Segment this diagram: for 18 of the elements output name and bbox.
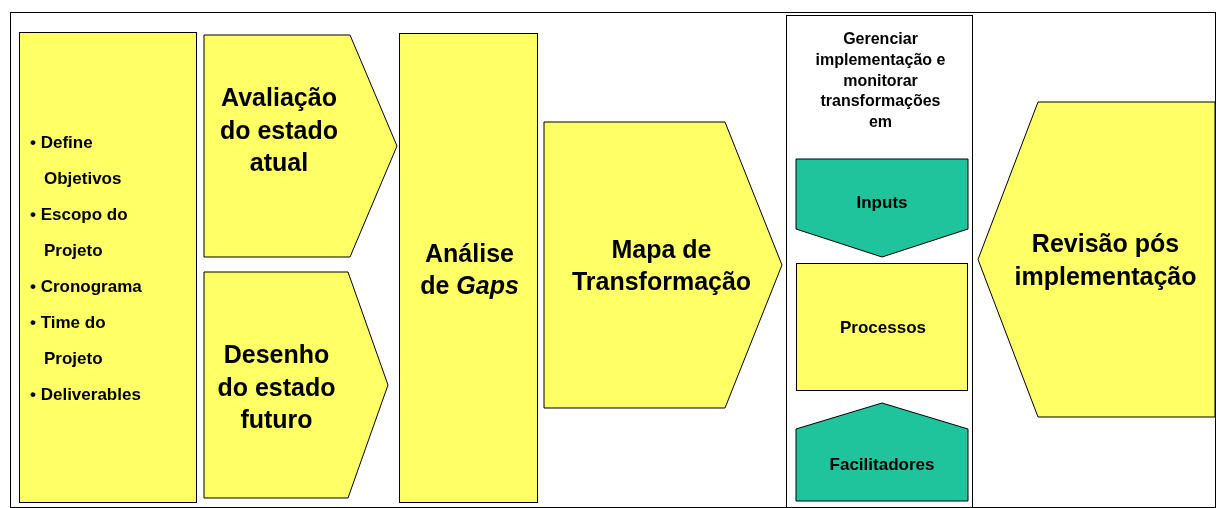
panel-title: Gerenciar implementação e monitorar transformações em	[814, 29, 947, 133]
bullet-item: • Define Objetivos	[30, 131, 123, 190]
step-label: Inputs	[856, 191, 908, 214]
bullet-item: • Time do Projeto	[30, 311, 107, 370]
step-label: Avaliação do estado atual	[218, 82, 340, 179]
bullet-item: • Escopo do Projeto	[30, 203, 129, 262]
stage-panel	[786, 15, 973, 508]
step-label: Desenho do estado futuro	[216, 339, 337, 436]
process-box	[19, 32, 197, 503]
bullet-item: • Cronograma	[30, 275, 143, 298]
step-label: Revisão pós implementação	[1013, 228, 1198, 292]
bullet-item: • Deliverables	[30, 383, 142, 406]
step-label: Processos	[840, 316, 926, 339]
process-box	[796, 263, 968, 391]
step-label: Análise de Gaps	[419, 237, 520, 301]
step-label: Mapa de Transformação	[570, 233, 753, 297]
step-label: Facilitadores	[829, 453, 935, 476]
process-box	[399, 33, 538, 503]
